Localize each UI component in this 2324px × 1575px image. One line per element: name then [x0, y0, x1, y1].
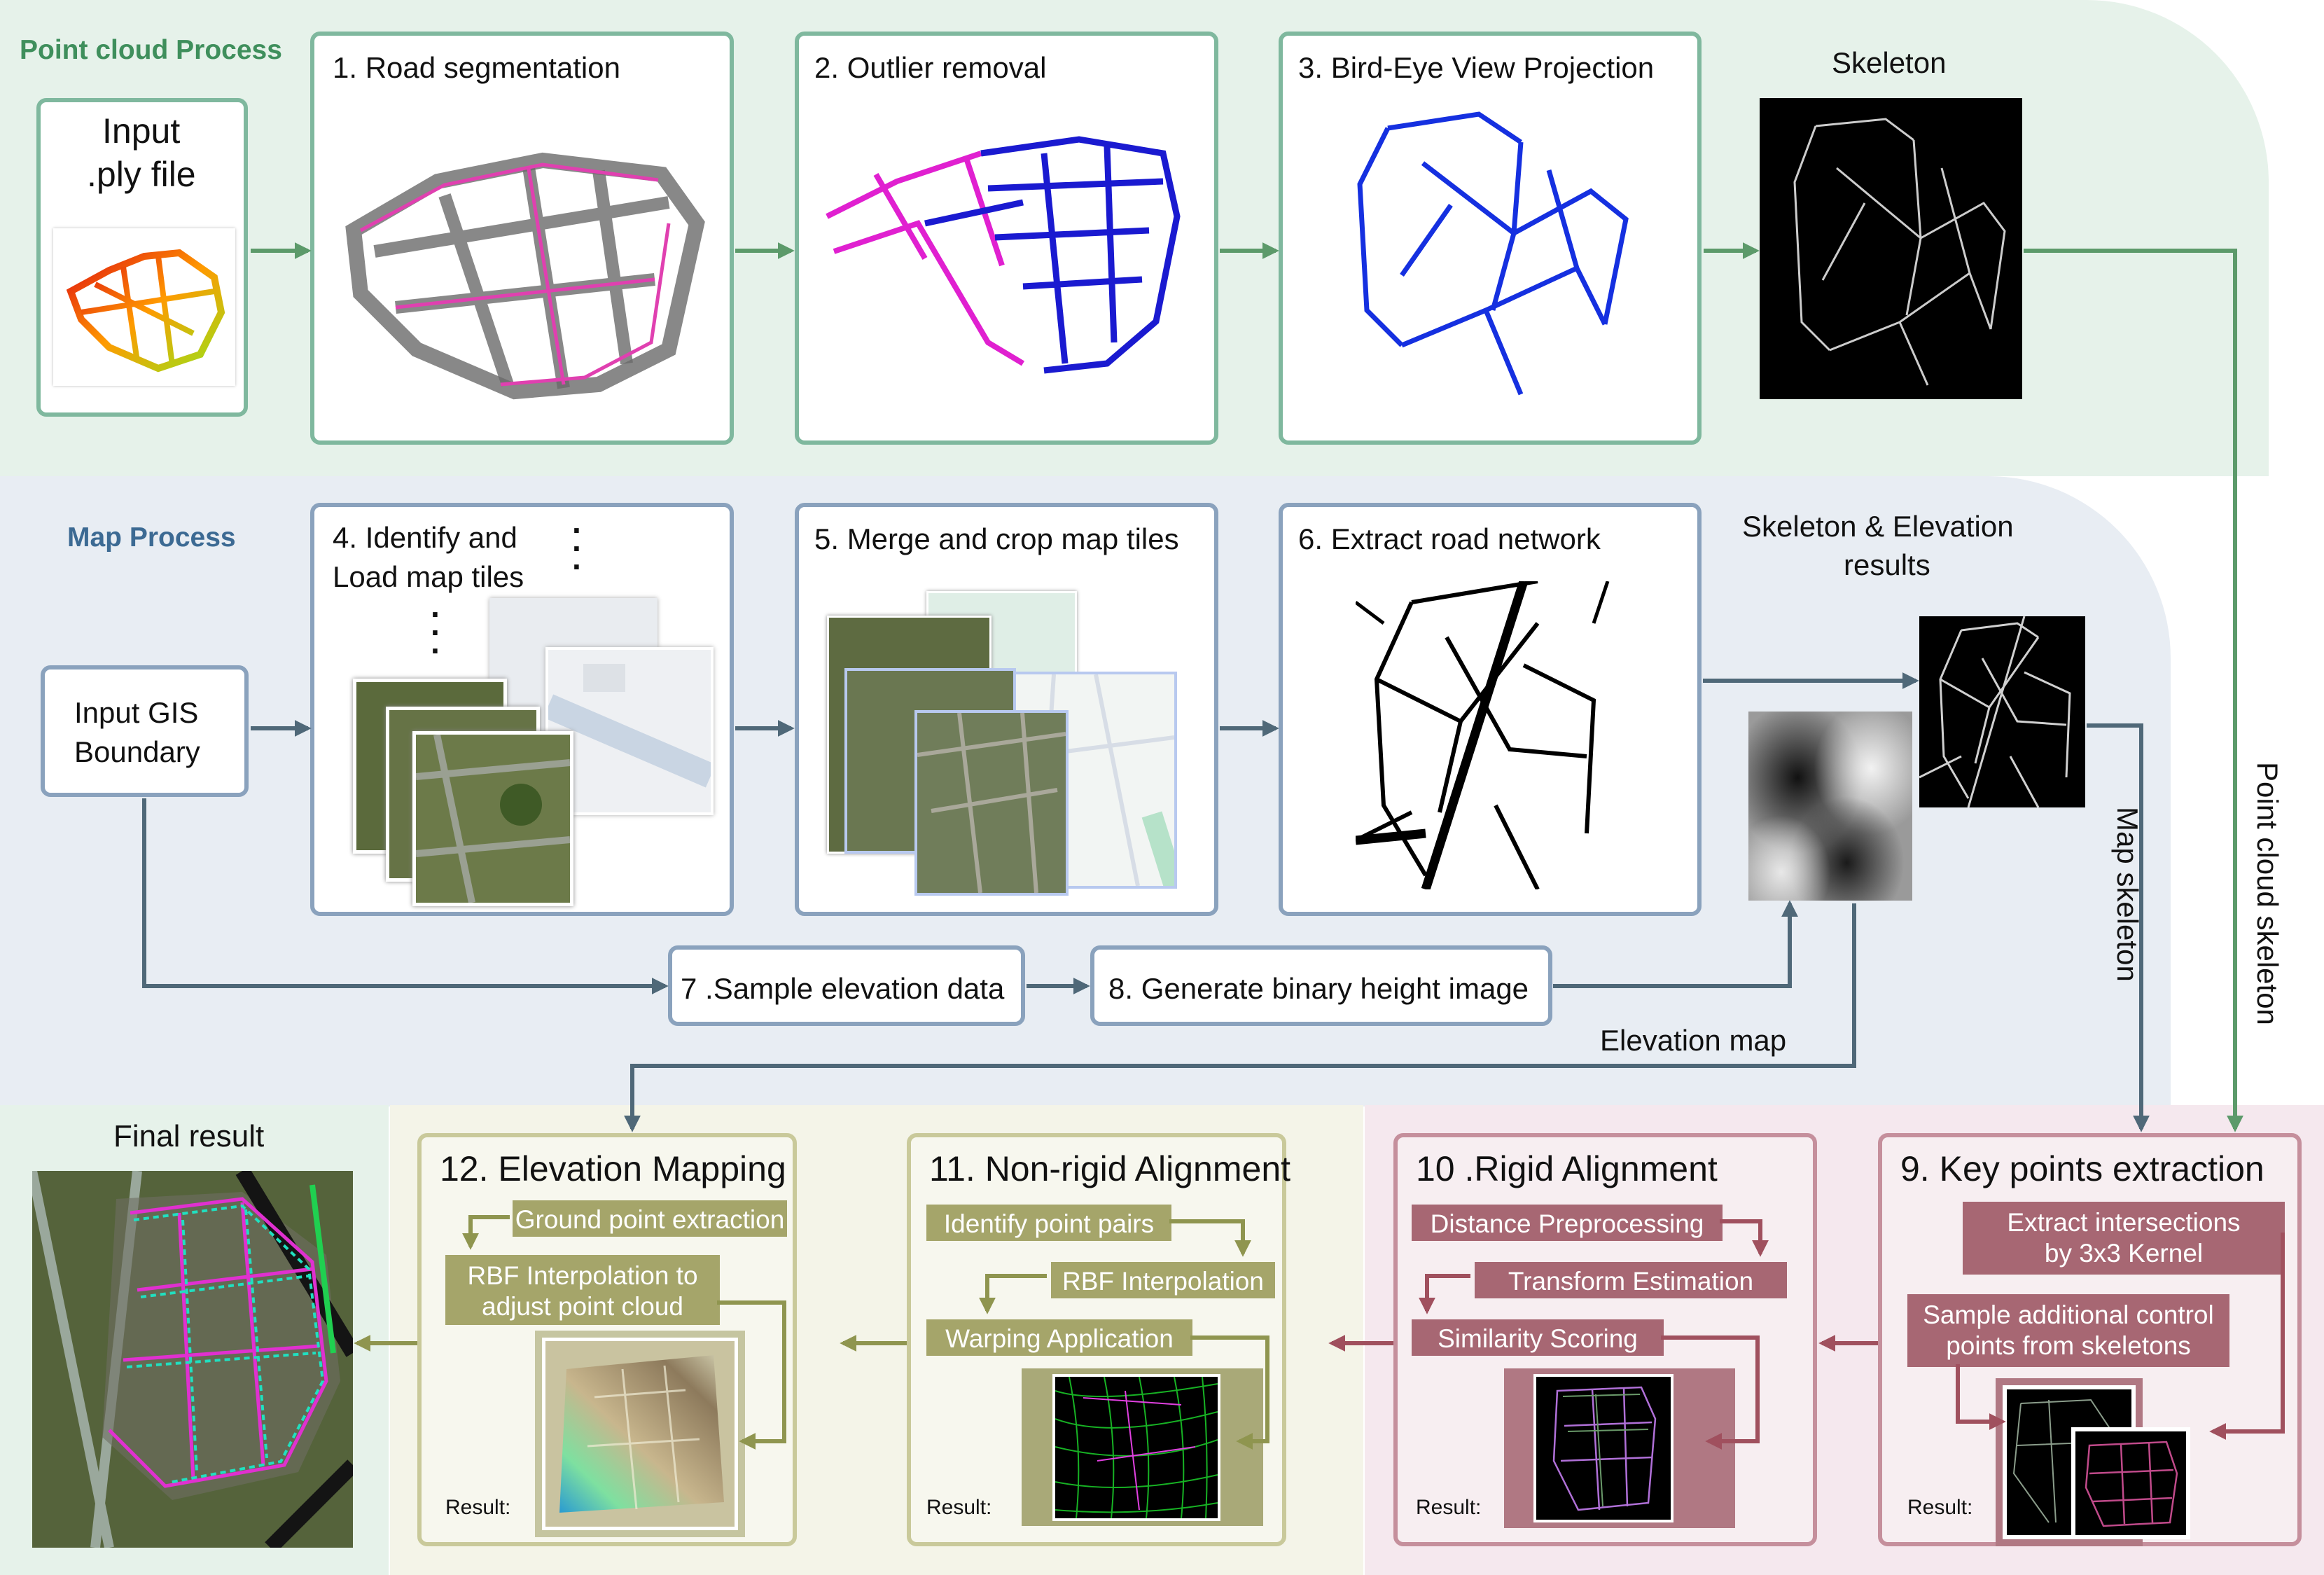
step11-title: 11. Non-rigid Alignment	[929, 1149, 1291, 1188]
step1-title: 1. Road segmentation	[333, 51, 620, 84]
step10-box: 10 .Rigid Alignment Distance Preprocessi…	[1393, 1133, 1817, 1546]
elevation-map-image	[1748, 712, 1912, 901]
ground-point-extraction-button: Ground point extraction	[513, 1200, 787, 1237]
keypoints-result-front	[2071, 1427, 2190, 1539]
input-gis-line1: Input GIS	[74, 696, 199, 729]
step6-title: 6. Extract road network	[1298, 522, 1601, 555]
step1-box: 1. Road segmentation	[310, 32, 734, 445]
elevation-mapping-result-image	[542, 1338, 738, 1530]
ellipsis-dots-top: ···	[572, 512, 583, 585]
step8-box: 8. Generate binary height image	[1090, 945, 1552, 1026]
sample-control-points-button: Sample additional control points from sk…	[1907, 1294, 2229, 1367]
aerial-tile-3	[412, 731, 573, 906]
step6-box: 6. Extract road network	[1279, 503, 1702, 916]
skeleton-image	[1760, 98, 2022, 399]
map-skeleton-image	[1919, 616, 2085, 807]
extract-intersections-button: Extract intersections by 3x3 Kernel	[1963, 1202, 2285, 1275]
final-result-image	[32, 1171, 353, 1548]
non-rigid-result-inner	[1052, 1374, 1220, 1521]
final-result-title: Final result	[113, 1119, 265, 1153]
step5-title: 5. Merge and crop map tiles	[814, 522, 1179, 555]
input-gis-line2: Boundary	[74, 735, 200, 768]
rbf-adjust-button: RBF Interpolation to adjust point cloud	[445, 1255, 720, 1325]
step12-title: 12. Elevation Mapping	[440, 1149, 786, 1188]
point-cloud-skeleton-label: Point cloud skeleton	[2251, 762, 2284, 1025]
step7-box: 7 .Sample elevation data	[668, 945, 1025, 1026]
step4-box: 4. Identify and Load map tiles ··· ···	[310, 503, 734, 916]
ellipsis-dots-mid: ···	[431, 596, 442, 669]
step4-title-line1: 4. Identify and	[333, 521, 517, 554]
ply-pointcloud-thumbnail	[53, 228, 235, 386]
similarity-scoring-button: Similarity Scoring	[1412, 1319, 1664, 1356]
outlier-removal-image	[813, 111, 1202, 405]
step7-title: 7 .Sample elevation data	[681, 972, 1005, 1005]
distance-preprocessing-button: Distance Preprocessing	[1412, 1205, 1723, 1241]
step3-box: 3. Bird-Eye View Projection	[1279, 32, 1702, 445]
non-rigid-result-image	[1022, 1368, 1263, 1526]
input-ply-line1: Input	[102, 111, 181, 151]
merged-tile-aerial-front	[914, 710, 1069, 896]
step11-box: 11. Non-rigid Alignment Identify point p…	[907, 1133, 1290, 1546]
map-skeleton-label: Map skeleton	[2111, 807, 2144, 982]
road-segmentation-image	[333, 118, 718, 412]
point-cloud-section-label: Point cloud Process	[20, 35, 282, 65]
input-gis-box: Input GIS Boundary	[41, 665, 249, 797]
step3-title: 3. Bird-Eye View Projection	[1298, 51, 1655, 84]
sample-control-points-line2: points from skeletons	[1946, 1331, 2191, 1361]
rigid-alignment-result-image	[1504, 1368, 1735, 1528]
warping-application-button: Warping Application	[926, 1319, 1192, 1356]
skeleton-elevation-line1: Skeleton & Elevation	[1742, 510, 2014, 543]
extract-intersections-line1: Extract intersections	[2007, 1208, 2241, 1237]
rbf-adjust-line1: RBF Interpolation to	[467, 1261, 698, 1290]
step12-result-label: Result:	[445, 1496, 511, 1519]
elevation-map-label: Elevation map	[1600, 1024, 1787, 1057]
sample-control-points-line1: Sample additional control	[1923, 1300, 2214, 1329]
step12-box: 12. Elevation Mapping Ground point extra…	[417, 1133, 797, 1546]
identify-point-pairs-button: Identify point pairs	[926, 1205, 1171, 1241]
step5-box: 5. Merge and crop map tiles	[795, 503, 1218, 916]
map-section-label: Map Process	[67, 522, 236, 553]
step2-title: 2. Outlier removal	[814, 51, 1047, 84]
step9-box: 9. Key points extraction Extract interse…	[1878, 1133, 2302, 1546]
input-ply-box: Input .ply file	[36, 98, 248, 417]
rigid-alignment-result-inner	[1533, 1374, 1674, 1522]
step10-title: 10 .Rigid Alignment	[1416, 1149, 1718, 1188]
step11-result-label: Result:	[926, 1496, 992, 1519]
birds-eye-projection-image	[1339, 100, 1654, 419]
step10-result-label: Result:	[1416, 1496, 1482, 1519]
step8-title: 8. Generate binary height image	[1108, 972, 1529, 1005]
rbf-adjust-line2: adjust point cloud	[482, 1292, 683, 1321]
skeleton-elevation-line2: results	[1844, 548, 1930, 581]
rbf-interpolation-button: RBF Interpolation	[1051, 1262, 1275, 1298]
road-network-image	[1356, 581, 1625, 889]
extract-intersections-line2: by 3x3 Kernel	[2044, 1239, 2204, 1268]
step2-box: 2. Outlier removal	[795, 32, 1218, 445]
step4-title-line2: Load map tiles	[333, 560, 524, 593]
transform-estimation-button: Transform Estimation	[1475, 1262, 1787, 1298]
step9-title: 9. Key points extraction	[1900, 1149, 2264, 1188]
step9-result-label: Result:	[1907, 1496, 1973, 1519]
input-ply-line2: .ply file	[87, 155, 196, 194]
skeleton-title: Skeleton	[1832, 46, 1947, 79]
